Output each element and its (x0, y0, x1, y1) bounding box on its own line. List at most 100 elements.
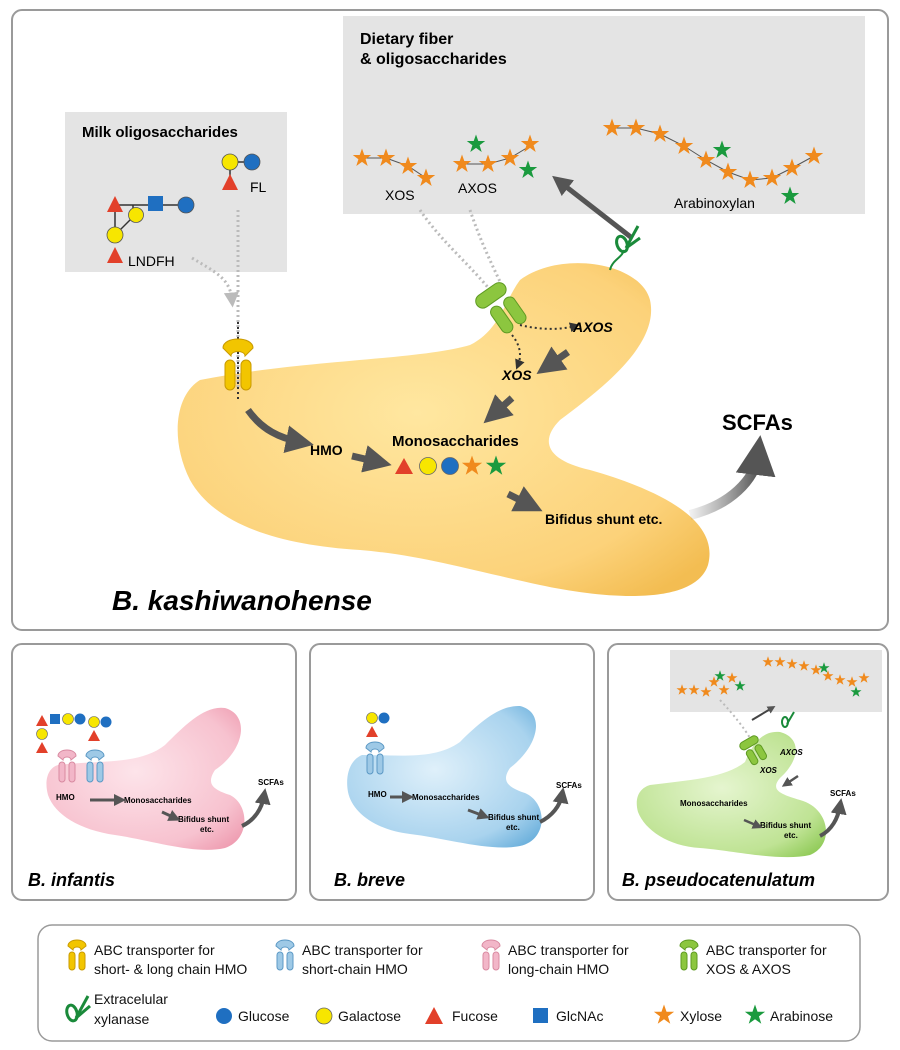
infantis-bifidus-label-1: Bifidus shunt (178, 815, 229, 824)
axos-label: AXOS (458, 180, 497, 196)
lndfh-label: LNDFH (128, 253, 175, 269)
legend-transporter-green-icon (679, 939, 699, 971)
pseudo-mono-label: Monosaccharides (680, 799, 748, 808)
breve-hmo-glycan (366, 712, 390, 737)
hmo-flow-arrow (245, 407, 314, 453)
axos-internal-arrow (519, 322, 580, 333)
legend-yellow-line2: short- & long chain HMO (94, 961, 247, 977)
legend-fucose-label: Fucose (452, 1008, 498, 1024)
xos-label: XOS (385, 187, 415, 203)
hmo-to-mono-arrow (351, 445, 392, 473)
legend-blue-line2: short-chain HMO (302, 961, 408, 977)
legend-xylanase-scissors-icon (65, 995, 91, 1023)
legend-fucose-triangle-icon (425, 1007, 443, 1024)
legend-pink-line2: long-chain HMO (508, 961, 609, 977)
pseudo-xylanase-arrow (751, 705, 776, 721)
fl-glycan (221, 153, 261, 190)
pseudo-bifidus-label-2: etc. (784, 831, 798, 840)
xylanase-degradation-arrow (552, 175, 634, 240)
infantis-mono-label: Monosaccharides (124, 796, 192, 805)
infantis-bifidus-label-2: etc. (200, 825, 214, 834)
legend-transporter-pink-icon (481, 939, 501, 971)
main-species-title: B. kashiwanohense (112, 585, 372, 616)
cell-bifidus-label: Bifidus shunt etc. (545, 511, 662, 527)
pseudo-scfa-arrow (819, 798, 847, 838)
cell-hmo-label: HMO (310, 442, 343, 458)
pseudo-axos-label: AXOS (779, 748, 803, 757)
infantis-species-title: B. infantis (28, 870, 115, 890)
breve-bifidus-label-2: etc. (506, 823, 520, 832)
breve-species-title: B. breve (334, 870, 405, 890)
legend-galactose-label: Galactose (338, 1008, 401, 1024)
xos-uptake-path (418, 209, 492, 291)
infantis-hmo-label: HMO (56, 793, 75, 802)
legend-transporter-blue-icon (275, 939, 295, 971)
infantis-cell (46, 707, 245, 850)
cell-xos-label: XOS (501, 367, 532, 383)
breve-bifidus-label-1: Bifidus shunt (488, 813, 539, 822)
fiber-box-title-line2: & oligosaccharides (360, 51, 507, 68)
infantis-scfa-arrow (241, 788, 271, 828)
pseudo-uptake-path (719, 699, 751, 739)
scfa-output-arrow (688, 435, 776, 520)
legend-xylose-label: Xylose (680, 1008, 722, 1024)
axos-to-xos-arrow (536, 346, 571, 375)
pink-abc-transporter-icon (57, 749, 77, 783)
blue-abc-transporter-icon-infantis (85, 749, 105, 783)
pseudo-xos-label: XOS (759, 766, 778, 775)
pseudo-arrow-1 (781, 774, 799, 787)
xos-internal-arrow (511, 334, 525, 370)
milk-oligosaccharides-box (65, 112, 287, 272)
breve-mono-label: Monosaccharides (412, 793, 480, 802)
cell-axos-label: AXOS (572, 319, 613, 335)
pseudo-cell (636, 731, 827, 858)
mono-to-bifidus-arrow (506, 486, 543, 512)
axos-chain (452, 134, 540, 178)
legend-glucose-circle-icon (216, 1008, 232, 1024)
pseudo-bifidus-label-1: Bifidus shunt (760, 821, 811, 830)
breve-cell (347, 705, 542, 848)
legend-green-line2: XOS & AXOS (706, 961, 791, 977)
legend-glucose-label: Glucose (238, 1008, 290, 1024)
breve-scfa-arrow (539, 787, 569, 824)
fl-label: FL (250, 179, 267, 195)
lndfh-uptake-path (191, 256, 239, 308)
blue-abc-transporter-icon-breve (365, 741, 385, 775)
infantis-hmo-glycans (36, 713, 112, 753)
xylanase-scissors-icon (609, 225, 641, 271)
legend-green-line1: ABC transporter for (706, 942, 827, 958)
arabinoxylan-label: Arabinoxylan (674, 195, 755, 211)
xos-chain (352, 148, 436, 186)
kashiwanohense-cell (177, 263, 710, 597)
pseudo-arrow-2 (743, 818, 763, 829)
pseudo-green-transporter-icon (739, 735, 768, 766)
legend-yellow-line1: ABC transporter for (94, 942, 215, 958)
legend-glcnac-square-icon (533, 1008, 548, 1023)
green-abc-transporter-icon (475, 282, 527, 334)
scfas-label: SCFAs (722, 410, 793, 435)
legend-galactose-circle-icon (315, 1007, 333, 1025)
lndfh-glycan (106, 196, 195, 263)
pseudo-scfas-label: SCFAs (830, 789, 856, 798)
cell-monosaccharides-label: Monosaccharides (392, 433, 519, 450)
breve-scfas-label: SCFAs (556, 781, 582, 790)
infantis-scfas-label: SCFAs (258, 778, 284, 787)
legend-transporter-yellow-icon (67, 939, 87, 971)
xos-to-mono-arrow (483, 394, 515, 424)
fiber-box-title-line1: Dietary fiber (360, 31, 453, 48)
breve-arrow-2 (467, 808, 490, 820)
legend-pink-line1: ABC transporter for (508, 942, 629, 958)
legend-xylanase-line1: Extracelular (94, 991, 168, 1007)
pseudo-species-title: B. pseudocatenulatum (622, 870, 815, 890)
breve-hmo-label: HMO (368, 790, 387, 799)
milk-box-title: Milk oligosaccharides (82, 124, 238, 141)
legend-blue-line1: ABC transporter for (302, 942, 423, 958)
pseudo-xylanase-scissors-icon (781, 711, 795, 728)
yellow-abc-transporter-icon (222, 338, 254, 391)
legend-glcnac-label: GlcNAc (556, 1008, 603, 1024)
legend-xylanase-line2: xylanase (94, 1011, 149, 1027)
legend-arabinose-label: Arabinose (770, 1008, 833, 1024)
arabinoxylan-chain (602, 118, 824, 204)
monosaccharide-icons (395, 455, 507, 475)
